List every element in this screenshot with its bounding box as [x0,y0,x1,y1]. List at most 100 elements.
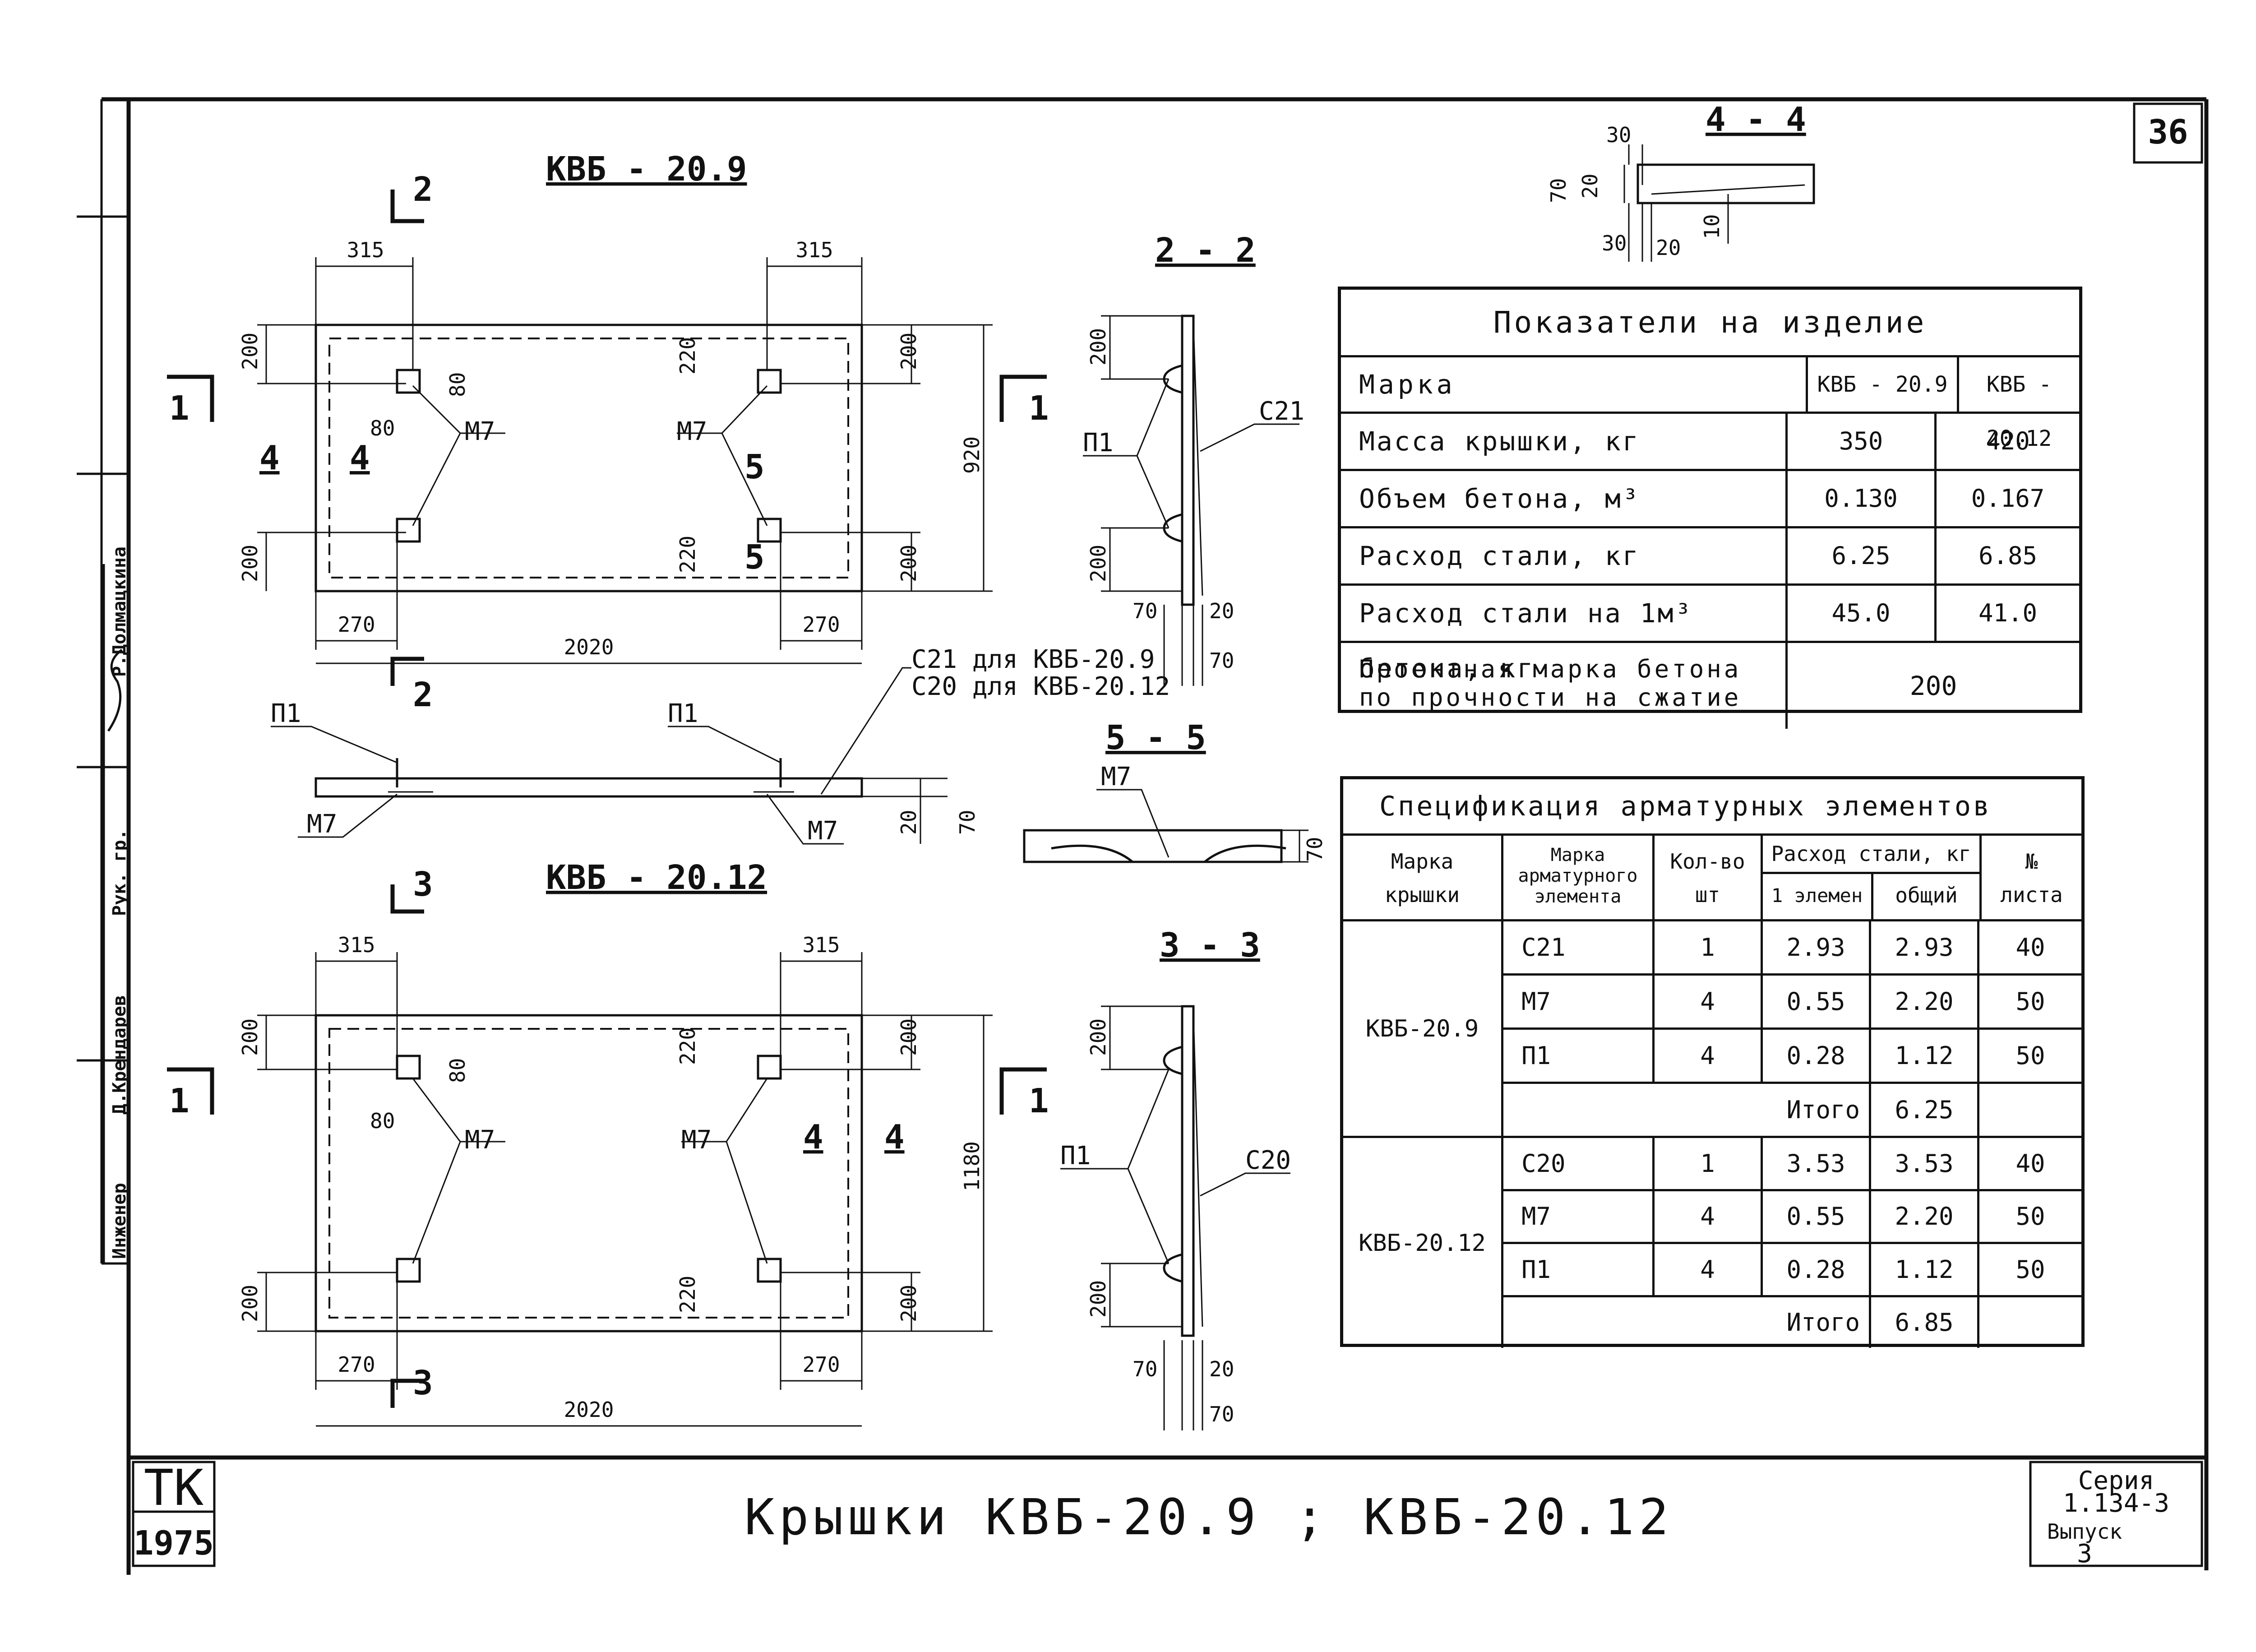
svg-text:80: 80 [445,1058,470,1083]
svg-text:70: 70 [1133,1357,1157,1381]
section-2-2: 2 - 2 200 200 П1 С21 70 20 70 [1083,231,1304,686]
spec-title: Спецификация арматурных элементов [1343,779,2081,836]
spec-cell-elem: С20 [1503,1138,1655,1189]
svg-text:80: 80 [370,1109,395,1133]
indicators-cell-b: 41.0 [1978,599,2038,627]
svg-text:70: 70 [1209,1402,1234,1426]
spec-cell-one: 3.53 [1763,1138,1871,1189]
title-block: ТК 1975 Крышки КВБ-20.9 ; КВБ-20.12 Сери… [132,1459,2203,1569]
svg-text:5 - 5: 5 - 5 [1105,718,1206,757]
series-value: 1.134-3 [2063,1489,2169,1518]
indicators-cell-a: 0.130 [1788,471,1937,526]
svg-text:270: 270 [337,1352,375,1377]
spec-cell-qty: 4 [1655,1030,1763,1082]
spec-cell-qty: 1 [1655,1138,1763,1189]
cut-marker-2 [390,190,424,223]
cut-marker-3 [390,884,424,914]
spec-total-value: 6.25 [1871,1084,1979,1136]
svg-text:70: 70 [955,810,980,835]
svg-text:200: 200 [1086,328,1110,366]
embed-m7 [757,369,782,394]
svg-text:270: 270 [802,1352,840,1377]
spec-cover-mark: КВБ-20.9 [1343,921,1503,1136]
svg-text:М7: М7 [681,1125,712,1155]
cut-marker-1 [999,375,1047,422]
svg-text:200: 200 [897,1285,921,1322]
svg-text:М7: М7 [1101,762,1131,791]
embed-m7 [396,1055,421,1080]
spec-cell-elem: П1 [1503,1244,1655,1295]
sheet-frame [77,97,2209,1575]
svg-text:200: 200 [1086,1018,1110,1056]
indicators-cell-a: 350 [1788,414,1937,469]
svg-text:1: 1 [169,1082,190,1120]
svg-text:200: 200 [238,1285,262,1322]
svg-text:С20 для КВБ-20.12: С20 для КВБ-20.12 [911,672,1170,701]
specification-table: Спецификация арматурных элементов Марка … [1340,776,2085,1348]
grade-value: 200 [1909,671,1957,701]
spec-cell-sheet: 40 [2016,933,2045,962]
sheet-title: Крышки КВБ-20.9 ; КВБ-20.12 [744,1488,1673,1546]
svg-text:2: 2 [413,676,433,714]
cut-marker-1 [167,1067,214,1115]
spec-cell-total: 1.12 [1871,1030,1979,1082]
spec-cell-one: 0.28 [1763,1030,1871,1082]
svg-text:220: 220 [675,536,700,573]
spec-cell-total: 3.53 [1871,1138,1979,1189]
embed-m7 [757,518,782,543]
svg-text:1: 1 [1029,389,1049,428]
plan-kvb-20-9: КВБ - 20.9 315 315 200 200 200 200 220 2… [167,150,1049,714]
svg-text:270: 270 [337,612,375,637]
svg-text:200: 200 [897,333,921,370]
spec-cell-total: 2.20 [1871,1191,1979,1242]
embed-m7 [757,1258,782,1283]
section-5-5: 5 - 5 М7 70 [1023,718,1327,863]
svg-text:70: 70 [1209,648,1234,673]
spec-cell-elem: М7 [1503,976,1655,1027]
svg-text:70: 70 [1303,837,1327,862]
svg-text:200: 200 [1086,545,1110,582]
svg-text:20: 20 [1578,174,1602,199]
svg-text:4: 4 [259,439,280,477]
spec-cell-sheet: 50 [2016,1255,2045,1284]
svg-text:200: 200 [897,1018,921,1056]
svg-text:315: 315 [337,933,375,957]
svg-text:5: 5 [744,448,765,486]
side-stamp: Инженер Д.Крендарев Рук. гр. Р.Долмацкин… [102,546,130,1263]
indicators-grade-row: Проектная марка бетона по прочности на с… [1341,643,2079,729]
spec-cell-elem: П1 [1503,1030,1655,1082]
svg-text:20: 20 [1656,236,1681,260]
svg-text:80: 80 [445,372,470,397]
indicators-cell-a: 6.25 [1788,528,1937,583]
spec-total-value: 6.85 [1871,1297,1979,1348]
svg-text:30: 30 [1606,123,1631,147]
svg-text:2020: 2020 [564,1397,614,1422]
svg-text:200: 200 [238,1018,262,1056]
svg-text:С21: С21 [1259,397,1304,426]
spec-cell-sheet: 50 [2016,1202,2045,1231]
svg-text:20: 20 [1209,599,1234,623]
svg-text:1180: 1180 [960,1141,984,1191]
spec-cell-elem: С21 [1503,921,1655,973]
svg-text:70: 70 [1133,599,1157,623]
indicators-cell-label: Объем бетона, м³ [1341,471,1788,526]
svg-text:5: 5 [744,538,765,577]
indicators-cell-b: 0.167 [1971,484,2045,513]
svg-text:315: 315 [795,238,833,262]
svg-text:220: 220 [675,337,700,375]
svg-text:200: 200 [897,545,921,582]
svg-text:М7: М7 [677,417,707,446]
org-code: ТК [144,1459,203,1517]
cut-marker-1 [167,375,214,422]
spec-cell-qty: 4 [1655,1191,1763,1242]
signature-mark [107,649,123,732]
sheet-number: 36 [2148,113,2188,152]
